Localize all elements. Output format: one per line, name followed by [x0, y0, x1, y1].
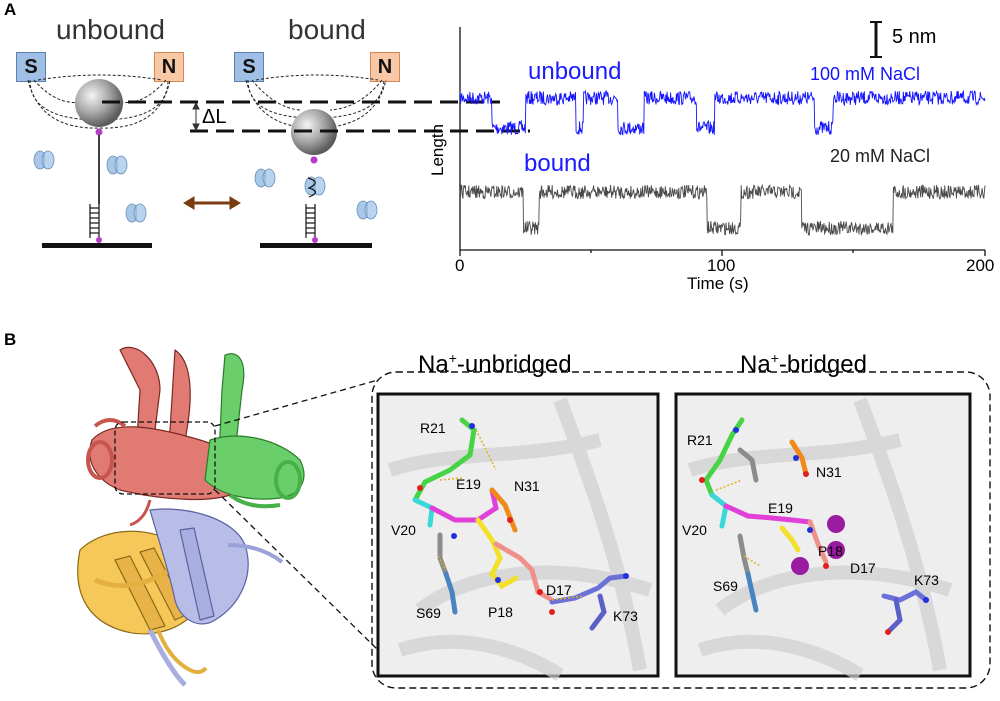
res-label-right-d17: D17 — [850, 560, 876, 576]
bead-unbound — [75, 79, 123, 127]
delta-l-label: ΔL — [202, 106, 227, 128]
res-label-left-n31: N31 — [514, 478, 540, 494]
detail-bridged-box — [674, 392, 972, 681]
selection-box — [114, 421, 216, 495]
equilibrium-arrow — [183, 196, 241, 210]
sodium-ions — [791, 515, 845, 575]
panel-label-a: A — [4, 0, 17, 19]
hairpin-bound — [305, 204, 316, 238]
res-label-right-n31: N31 — [816, 464, 842, 480]
s-box-bound: S — [234, 52, 264, 82]
res-label-left-p18: P18 — [488, 604, 513, 620]
res-label-right-r21: R21 — [687, 432, 713, 448]
bound-title: bound — [288, 14, 366, 45]
res-label-right-k73: K73 — [914, 572, 939, 588]
res-label-right-v20: V20 — [682, 522, 707, 538]
s-box-unbound: S — [16, 52, 46, 82]
res-label-left-k73: K73 — [613, 608, 638, 624]
y-axis-label: Length — [428, 124, 447, 176]
trace-lines — [459, 89, 986, 237]
res-label-left-d17: D17 — [546, 582, 572, 598]
tweezer-schematic — [27, 21, 986, 256]
salt-low-label: 20 mM NaCl — [830, 146, 931, 166]
hairpin-unbound — [89, 204, 100, 238]
protein-ribbon-cartoon — [77, 346, 305, 687]
bead-bound — [291, 109, 337, 155]
res-label-right-p18: P18 — [818, 543, 843, 559]
scale-bar — [870, 21, 882, 58]
trace-bound-label: bound — [524, 150, 591, 177]
x-tick-200: 200 — [966, 256, 995, 275]
surface-unbound — [42, 243, 152, 248]
salt-high-label: 100 mM NaCl — [810, 64, 921, 84]
scale-bar-label: 5 nm — [892, 26, 937, 48]
res-label-right-s69: S69 — [713, 578, 738, 594]
res-label-left-s69: S69 — [416, 605, 441, 621]
unbridged-title: Na+-unbridged — [418, 350, 572, 378]
trace-series-0 — [459, 89, 986, 136]
structure-figure — [77, 346, 991, 689]
x-tick-100: 100 — [707, 256, 736, 275]
trace-unbound-label: unbound — [528, 58, 622, 85]
n-box-unbound: N — [154, 52, 184, 82]
res-label-left-r21: R21 — [420, 420, 446, 436]
n-box-bound: N — [370, 52, 400, 82]
level-lines — [102, 100, 530, 133]
res-label-left-e19: E19 — [456, 476, 481, 492]
panel-label-b: B — [4, 330, 17, 349]
detail-unbridged-box — [376, 392, 660, 681]
res-label-right-e19: E19 — [768, 500, 793, 516]
x-tick-0: 0 — [455, 256, 465, 275]
unbound-title: unbound — [56, 14, 166, 45]
surface-bound — [260, 243, 372, 248]
trace-series-1 — [459, 183, 986, 237]
x-axis-label: Time (s) — [687, 274, 749, 293]
res-label-left-v20: V20 — [391, 522, 416, 538]
trace-axes — [459, 27, 986, 256]
detail-frame — [371, 371, 991, 689]
bridged-title: Na+-bridged — [740, 350, 867, 378]
